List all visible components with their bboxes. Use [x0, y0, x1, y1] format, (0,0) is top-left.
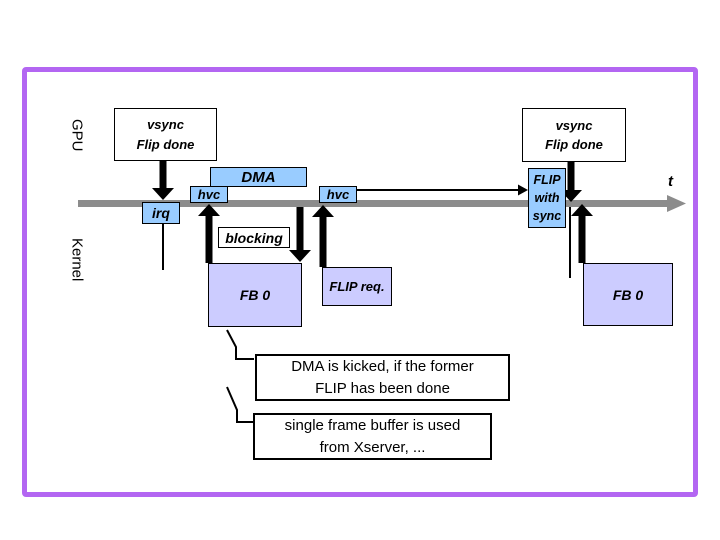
flip-req-box: FLIP req. — [322, 267, 392, 306]
t-axis-label: t — [668, 173, 673, 190]
irq-box: irq — [142, 202, 180, 224]
vsync-flip-done-box-right: vsync Flip done — [522, 108, 626, 162]
dma-box: DMA — [210, 167, 307, 187]
hvc-to-flip-arrow — [357, 184, 528, 196]
hvc-box-right: hvc — [319, 186, 357, 203]
hvc-box-left: hvc — [190, 186, 228, 203]
xserver-note-box: single frame buffer is used from Xserver… — [253, 413, 492, 460]
flip-with-sync-box: FLIP with sync — [528, 168, 566, 228]
blocking-box: blocking — [218, 227, 290, 248]
fb0-box-left: FB 0 — [208, 263, 302, 327]
fb0-to-timeline-arrow — [571, 204, 593, 263]
fb0-box-right: FB 0 — [583, 263, 673, 326]
timeline-axis — [78, 195, 686, 212]
fb0-to-hvc-arrow — [198, 204, 220, 263]
gpu-lane-label: GPU — [68, 118, 86, 152]
timeline-arrowhead — [667, 195, 686, 212]
dma-note-box: DMA is kicked, if the former FLIP has be… — [255, 354, 510, 401]
timeline-bar — [78, 200, 670, 207]
timeline-to-fb0-arrow — [289, 207, 311, 262]
vsync-flip-done-box-left: vsync Flip done — [114, 108, 217, 161]
kernel-lane-label: Kernel — [68, 238, 86, 282]
xserver-callout-connector — [226, 386, 253, 423]
flipreq-to-hvc-arrow — [312, 205, 334, 267]
fb0-callout-connector — [226, 329, 254, 360]
vsync-to-irq-arrow — [152, 161, 174, 200]
